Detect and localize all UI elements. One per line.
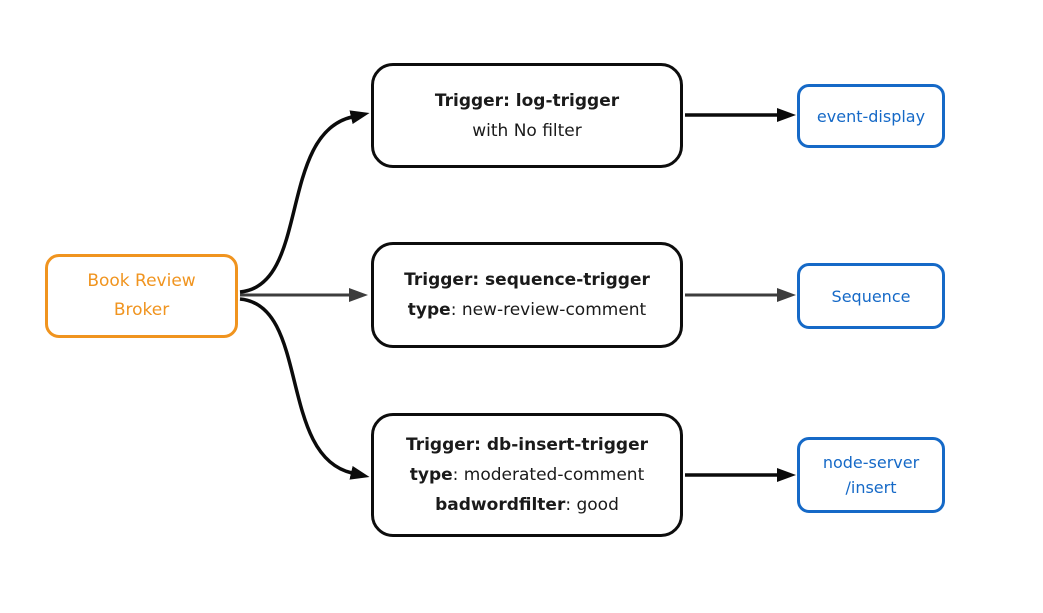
sink-label-line1: node-server	[822, 453, 920, 472]
sink-label: Sequence	[831, 286, 911, 306]
trigger-title: Trigger: log-trigger	[434, 90, 620, 111]
edge-broker-to-db-insert-trigger	[239, 297, 370, 480]
trigger-detail-line: with No filter	[472, 116, 582, 146]
trigger-attr-key: badwordfilter	[435, 495, 566, 515]
trigger-attr-value: : moderated-comment	[452, 465, 645, 485]
trigger-detail-line: type: moderated-comment	[410, 460, 645, 490]
trigger-detail-line: type: new-review-comment	[408, 295, 646, 325]
broker-node: Book Review Broker	[45, 254, 238, 338]
trigger-node-sequence-trigger: Trigger: sequence-trigger type: new-revi…	[371, 242, 683, 348]
trigger-attr-key: type	[407, 300, 451, 320]
trigger-node-log-trigger: Trigger: log-trigger with No filter	[371, 63, 683, 168]
trigger-node-db-insert-trigger: Trigger: db-insert-trigger type: moderat…	[371, 413, 683, 537]
trigger-detail-line: badwordfilter: good	[435, 490, 619, 520]
sink-label-line2: /insert	[845, 478, 897, 497]
trigger-attr-value: : good	[565, 495, 619, 515]
trigger-title: Trigger: sequence-trigger	[404, 270, 650, 290]
trigger-attr-value: : new-review-comment	[450, 300, 647, 320]
trigger-title: Trigger: db-insert-trigger	[405, 435, 649, 455]
sink-node-sequence: Sequence	[797, 263, 945, 329]
sink-node-event-display: event-display	[797, 84, 945, 148]
sink-label: event-display	[816, 106, 926, 126]
broker-label-line1: Book Review	[87, 271, 196, 291]
edge-broker-to-log-trigger	[239, 110, 370, 294]
broker-label-line2: Broker	[113, 300, 170, 320]
trigger-attr-value: with No filter	[472, 120, 582, 141]
trigger-attr-key: type	[409, 465, 453, 485]
sink-node-node-server-insert: node-server /insert	[797, 437, 945, 513]
